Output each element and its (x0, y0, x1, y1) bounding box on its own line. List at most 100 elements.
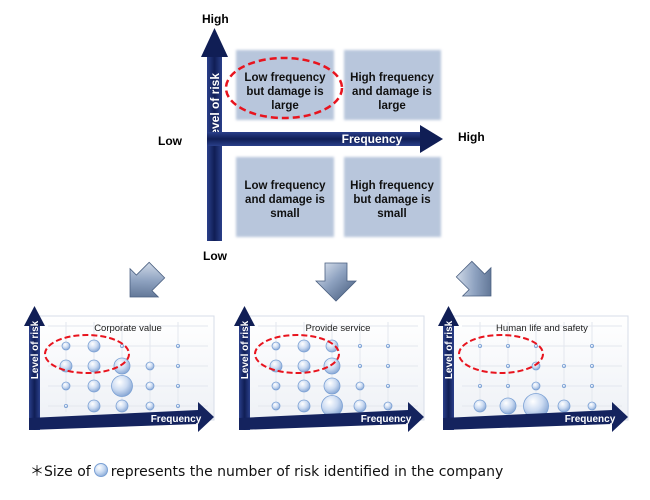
risk-bubble (87, 399, 101, 413)
risk-panel: Human life and safety Level of riskFreque… (438, 306, 629, 432)
risk-bubble (557, 399, 571, 413)
panel-y-axis (239, 324, 250, 430)
risk-bubble (473, 399, 487, 413)
bubble-icon (93, 463, 108, 477)
risk-bubble (355, 381, 365, 391)
risk-bubble (271, 341, 281, 351)
quadrant-bottom-left-line-1: Low frequency (244, 180, 326, 192)
risk-bubble (385, 363, 390, 368)
quadrant-top-right-line-1: High frequency (350, 72, 434, 84)
risk-bubble (590, 363, 595, 368)
risk-bubble (115, 399, 129, 413)
risk-bubble (325, 339, 339, 353)
footnote: ＊Size of represents the number of risk id… (30, 461, 503, 481)
footnote-suffix: represents the number of risk identified… (110, 464, 504, 480)
risk-bubble (590, 343, 595, 348)
risk-bubble (357, 363, 362, 368)
panel-x-axis (443, 402, 628, 432)
quadrant-bottom-right-line-2: but damage is (353, 194, 430, 206)
risk-bubble (145, 361, 155, 371)
risk-bubble (145, 401, 155, 411)
risk-bubble (587, 401, 597, 411)
panel-y-axis-head (24, 306, 45, 326)
x-axis-low-label: Low (158, 134, 183, 148)
panel-x-axis-label: Frequency (565, 414, 616, 425)
quadrant-top-right-line-3: large (378, 100, 406, 112)
risk-bubble (175, 363, 180, 368)
x-axis-arrow (207, 125, 443, 153)
panel-y-axis-label: Level of risk (444, 320, 455, 379)
risk-bubble (383, 401, 393, 411)
y-axis-label: Level of risk (208, 73, 222, 143)
risk-bubble (87, 359, 101, 373)
x-axis-label: Frequency (342, 132, 403, 146)
risk-bubble (590, 383, 595, 388)
risk-bubble (175, 383, 180, 388)
risk-bubble (562, 363, 567, 368)
risk-bubble (323, 357, 341, 375)
y-axis-low-label: Low (203, 249, 228, 263)
quadrant-top-left-line-2: but damage is (246, 86, 323, 98)
risk-bubble (87, 339, 101, 353)
risk-bubble (297, 339, 311, 353)
risk-bubble (505, 343, 510, 348)
risk-bubble (120, 343, 125, 348)
panel-x-axis-label: Frequency (151, 414, 202, 425)
panel-title: Corporate value (94, 323, 162, 334)
panel-title: Human life and safety (496, 323, 588, 334)
panel-highlight-ellipse (44, 334, 130, 374)
risk-bubble (61, 381, 71, 391)
quadrant-top-right-line-2: and damage is (352, 86, 432, 98)
quadrant-top-left-line-1: Low frequency (244, 72, 326, 84)
quadrant-bottom-left-line-2: and damage is (245, 194, 325, 206)
risk-bubble (385, 383, 390, 388)
panel-x-axis (29, 402, 214, 432)
quadrant-top-left-line-3: large (271, 100, 299, 112)
risk-bubble (87, 379, 101, 393)
risk-bubble (175, 343, 180, 348)
risk-bubble (297, 379, 311, 393)
panel-y-axis (29, 324, 40, 430)
panel-highlight-ellipse (458, 334, 544, 374)
panel-x-axis (239, 402, 424, 432)
risk-bubble (477, 383, 482, 388)
risk-bubble (357, 343, 362, 348)
panel-y-axis-head (438, 306, 459, 326)
risk-bubble (505, 363, 510, 368)
y-axis-high-label: High (202, 12, 229, 26)
risk-bubble (477, 343, 482, 348)
risk-bubble (353, 399, 367, 413)
arrow-down-center-icon (315, 262, 357, 302)
risk-bubble (385, 343, 390, 348)
panel-highlight-ellipse (254, 334, 340, 374)
risk-bubble (505, 383, 510, 388)
risk-bubble (297, 399, 311, 413)
quadrant-bottom-right-line-3: small (377, 208, 406, 220)
panel-title: Provide service (306, 323, 371, 334)
risk-bubble (562, 383, 567, 388)
risk-bubble (175, 403, 180, 408)
risk-bubble (531, 381, 541, 391)
footnote-prefix: ＊Size of (30, 464, 91, 480)
panel-x-axis-label: Frequency (361, 414, 412, 425)
quadrant-bottom-left-line-3: small (270, 208, 299, 220)
highlight-ellipse (224, 56, 344, 120)
quadrant-top-left: Low frequency but damage is large (236, 50, 334, 120)
risk-bubble (271, 401, 281, 411)
quadrant-bottom-left: Low frequency and damage is small (236, 157, 334, 237)
panel-y-axis (443, 324, 454, 430)
x-axis-high-label: High (458, 130, 485, 144)
risk-bubble (113, 357, 131, 375)
arrow-down-right-icon (455, 260, 492, 297)
risk-bubble (534, 343, 539, 348)
quadrant-bottom-right: High frequency but damage is small (344, 157, 441, 237)
quadrant-top-right: High frequency and damage is large (344, 50, 441, 120)
y-axis-arrow (201, 28, 228, 241)
risk-bubble (499, 397, 517, 415)
risk-bubble (323, 377, 341, 395)
risk-bubble (297, 359, 311, 373)
